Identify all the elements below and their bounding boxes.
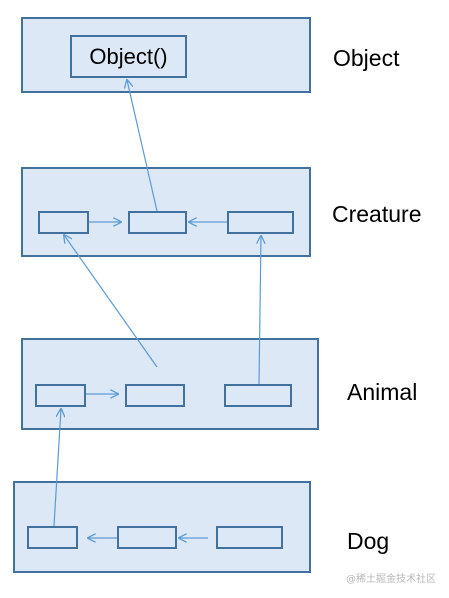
dog-slot-middle (117, 526, 177, 549)
object-layer-label: Object (333, 45, 400, 71)
animal-slot-middle (125, 384, 185, 407)
animal-layer-label: Animal (347, 379, 417, 405)
creature-slot-left (38, 211, 89, 234)
arrow-animal-to-creature-left (64, 235, 158, 368)
dog-slot-right (216, 526, 283, 549)
creature-slot-middle (128, 211, 187, 234)
dog-layer-label: Dog (347, 528, 389, 554)
watermark: @稀土掘金技术社区 (346, 572, 436, 585)
animal-slot-right (224, 384, 292, 407)
arrow-animal-to-creature-right (259, 236, 261, 385)
prototype-arrows (53, 80, 261, 538)
creature-layer-label: Creature (332, 201, 421, 227)
arrow-dog-to-animal (53, 409, 61, 527)
dog-slot-left (27, 526, 78, 549)
creature-slot-right (227, 211, 294, 234)
arrow-creature-to-object (127, 80, 158, 212)
animal-slot-left (35, 384, 86, 407)
object-function-label: Object() (89, 44, 167, 69)
object-function-box (70, 35, 187, 78)
